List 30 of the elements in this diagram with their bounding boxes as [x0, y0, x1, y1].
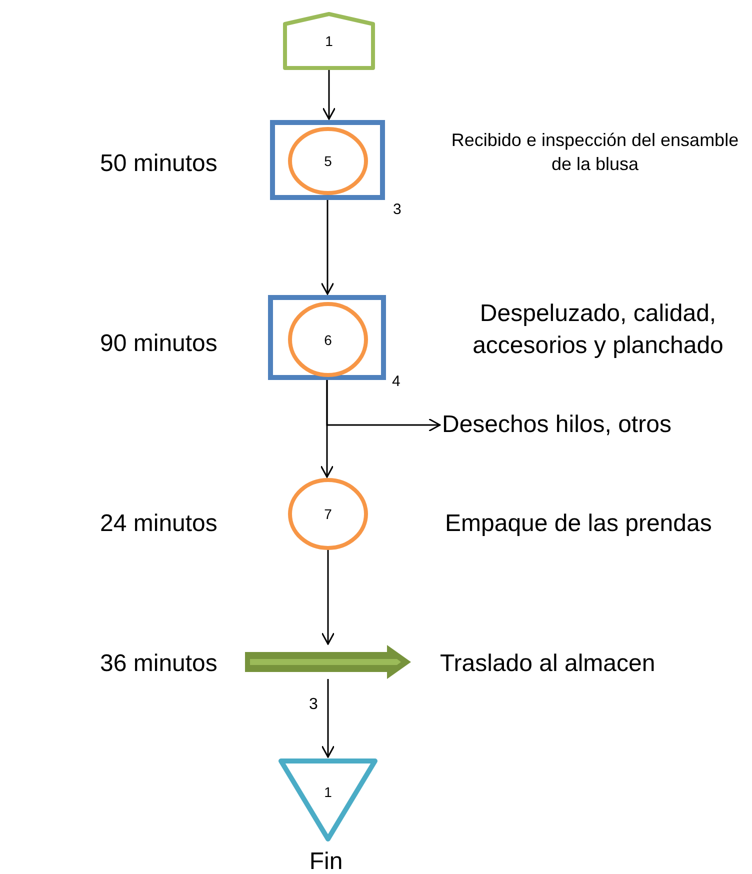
quantity-number: 4 — [392, 372, 402, 392]
storage-triangle — [278, 758, 378, 842]
arrow — [321, 679, 335, 758]
end-label: Fin — [308, 847, 344, 874]
time-label: 90 minutos — [100, 329, 218, 359]
arrow — [322, 70, 336, 120]
output-label: Desechos hilos, otros — [442, 410, 722, 440]
description-label: Despeluzado, calidad, accesorios y planchado — [472, 299, 724, 362]
description-label: Traslado al almacen — [440, 649, 656, 679]
time-label: 36 minutos — [100, 649, 218, 679]
node-number: 6 — [323, 332, 333, 348]
node-number: 5 — [323, 153, 333, 169]
quantity-number: 3 — [393, 200, 402, 220]
time-label: 50 minutos — [100, 149, 218, 179]
arrow — [321, 550, 335, 645]
description-label: Recibido e inspección del ensamble de la blusa — [450, 129, 740, 176]
node-number: 7 — [323, 506, 333, 522]
start-pentagon — [283, 12, 375, 70]
operation-circle — [288, 302, 368, 377]
transport-arrow — [245, 645, 411, 679]
time-label: 24 minutos — [100, 509, 218, 539]
node-number: 1 — [323, 784, 333, 800]
arrow — [320, 200, 334, 295]
node-number: 1 — [324, 33, 334, 49]
inspection-box — [270, 120, 385, 200]
operation-circle — [288, 127, 368, 195]
arrow — [320, 380, 334, 478]
description-label: Empaque de las prendas — [445, 509, 713, 539]
operation-circle — [288, 478, 368, 550]
inspection-box — [268, 295, 386, 380]
